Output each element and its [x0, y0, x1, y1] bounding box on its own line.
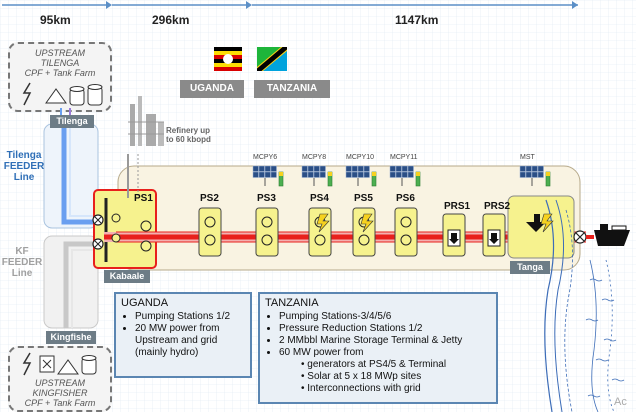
tanzania-info-item-2: Pressure Reduction Stations 1/2 — [279, 323, 491, 335]
tilenga-feeder-l3: Line — [13, 172, 35, 183]
mcpy-label-mcpy11: MCPY11 — [390, 154, 418, 161]
tanzania-info-sub-3-text: Interconnections with grid — [307, 383, 421, 394]
distance-label-296km: 296km — [152, 13, 190, 27]
tanzania-info-sub-1-text: generators at PS4/5 & Terminal — [307, 359, 447, 370]
station-label-ps2: PS2 — [200, 193, 219, 204]
distance-label-1147km: 1147km — [395, 13, 439, 27]
station-ps5 — [352, 207, 376, 257]
tanga-tag: Tanga — [510, 261, 550, 274]
solar-panel-icon — [252, 165, 284, 187]
upstream-kingfisher-line2: KINGFISHER — [32, 388, 88, 398]
station-ps3 — [255, 207, 279, 257]
tanzania-info-item-1: Pumping Stations-3/4/5/6 — [279, 311, 491, 323]
uganda-info-title: UGANDA — [121, 297, 169, 309]
tanzania-label: TANZANIA — [254, 80, 330, 98]
tilenga-feeder-l2: FEEDER — [3, 161, 45, 172]
kf-feeder-l3: Line — [11, 268, 33, 279]
solar-panel-icon — [389, 165, 421, 187]
mcpy-label-mst: MST — [520, 154, 535, 161]
power-bolt-icon — [540, 213, 554, 233]
tanzania-info-item-3: 2 MMbbl Marine Storage Terminal & Jetty — [279, 335, 491, 347]
station-label-ps6: PS6 — [396, 193, 415, 204]
tanzania-info-sub-2-text: Solar at 5 x 18 MWp sites — [307, 371, 422, 382]
refinery-label-l1: Refinery up — [166, 126, 211, 135]
tanzania-info-title: TANZANIA — [265, 297, 319, 309]
kf-feeder-label: KF FEEDER Line — [0, 246, 44, 279]
station-ps6 — [394, 207, 418, 257]
uganda-info-item-1: Pumping Stations 1/2 — [135, 311, 245, 323]
solar-panel-icon — [301, 165, 333, 187]
solar-panel-icon — [519, 165, 551, 187]
solar-panel-icon — [345, 165, 377, 187]
upstream-tilenga-line1: UPSTREAM — [34, 48, 85, 58]
uganda-info-item-2: 20 MW power from Upstream and grid (main… — [135, 323, 245, 359]
refinery-label: Refinery up to 60 kbopd — [166, 126, 211, 144]
mcpy-label-mcpy8: MCPY8 — [302, 154, 327, 161]
kf-feeder-l2: FEEDER — [1, 257, 43, 268]
station-prs1 — [442, 213, 466, 257]
upstream-tilenga-line2: TILENGA — [40, 58, 80, 68]
upstream-kingfisher-line1: UPSTREAM — [34, 378, 85, 388]
upstream-kingfisher-line3: CPF + Tank Farm — [24, 398, 96, 408]
tanzania-info-box: TANZANIA Pumping Stations-3/4/5/6 Pressu… — [258, 292, 498, 404]
kf-feeder-l1: KF — [15, 246, 29, 257]
station-ps4 — [308, 207, 332, 257]
tanzania-info-item-4: 60 MW power from — [279, 347, 491, 359]
tanzania-info-sub-2: • Solar at 5 x 18 MWp sites — [301, 371, 422, 382]
station-label-ps4: PS4 — [310, 193, 329, 204]
station-ps1 — [140, 220, 152, 252]
mcpy-label-mcpy10: MCPY10 — [346, 154, 375, 161]
tanzania-info-sub-3: • Interconnections with grid — [301, 383, 421, 394]
tilenga-tag: Tilenga — [50, 115, 94, 128]
station-label-prs2: PRS2 — [484, 201, 511, 212]
refinery-label-l2: to 60 kbopd — [166, 135, 211, 144]
upstream-tilenga-box: UPSTREAM TILENGA CPF + Tank Farm — [8, 42, 112, 112]
station-label-prs1: PRS1 — [444, 201, 471, 212]
tanzania-info-sub-1: • generators at PS4/5 & Terminal — [301, 359, 447, 370]
station-label-ps1: PS1 — [134, 193, 153, 204]
corner-text: Ac — [614, 396, 627, 408]
mcpy-label-mcpy6: MCPY6 — [253, 154, 278, 161]
distance-label-95km: 95km — [40, 13, 71, 27]
power-bolt-icon — [316, 213, 330, 233]
power-bolt-icon — [360, 213, 374, 233]
uganda-flag-icon — [214, 47, 242, 71]
distance-scale — [2, 1, 578, 9]
uganda-info-box: UGANDA Pumping Stations 1/2 20 MW power … — [114, 292, 252, 378]
tank-farm-icon — [22, 352, 97, 376]
station-label-ps5: PS5 — [354, 193, 373, 204]
tanzania-flag-icon — [257, 47, 287, 71]
upstream-kingfisher-box: UPSTREAM KINGFISHER CPF + Tank Farm — [8, 346, 112, 412]
kabaale-tag: Kabaale — [104, 270, 150, 283]
refinery-icon — [128, 96, 164, 146]
uganda-label: UGANDA — [180, 80, 244, 98]
station-ps2 — [198, 207, 222, 257]
station-label-ps3: PS3 — [257, 193, 276, 204]
kingfisher-tag: Kingfishe — [46, 331, 96, 344]
upstream-tilenga-line3: CPF + Tank Farm — [24, 68, 96, 78]
tilenga-feeder-l1: Tilenga — [6, 150, 42, 161]
tilenga-feeder-label: Tilenga FEEDER Line — [0, 150, 48, 183]
tank-farm-icon — [22, 82, 103, 106]
station-prs2 — [482, 213, 506, 257]
